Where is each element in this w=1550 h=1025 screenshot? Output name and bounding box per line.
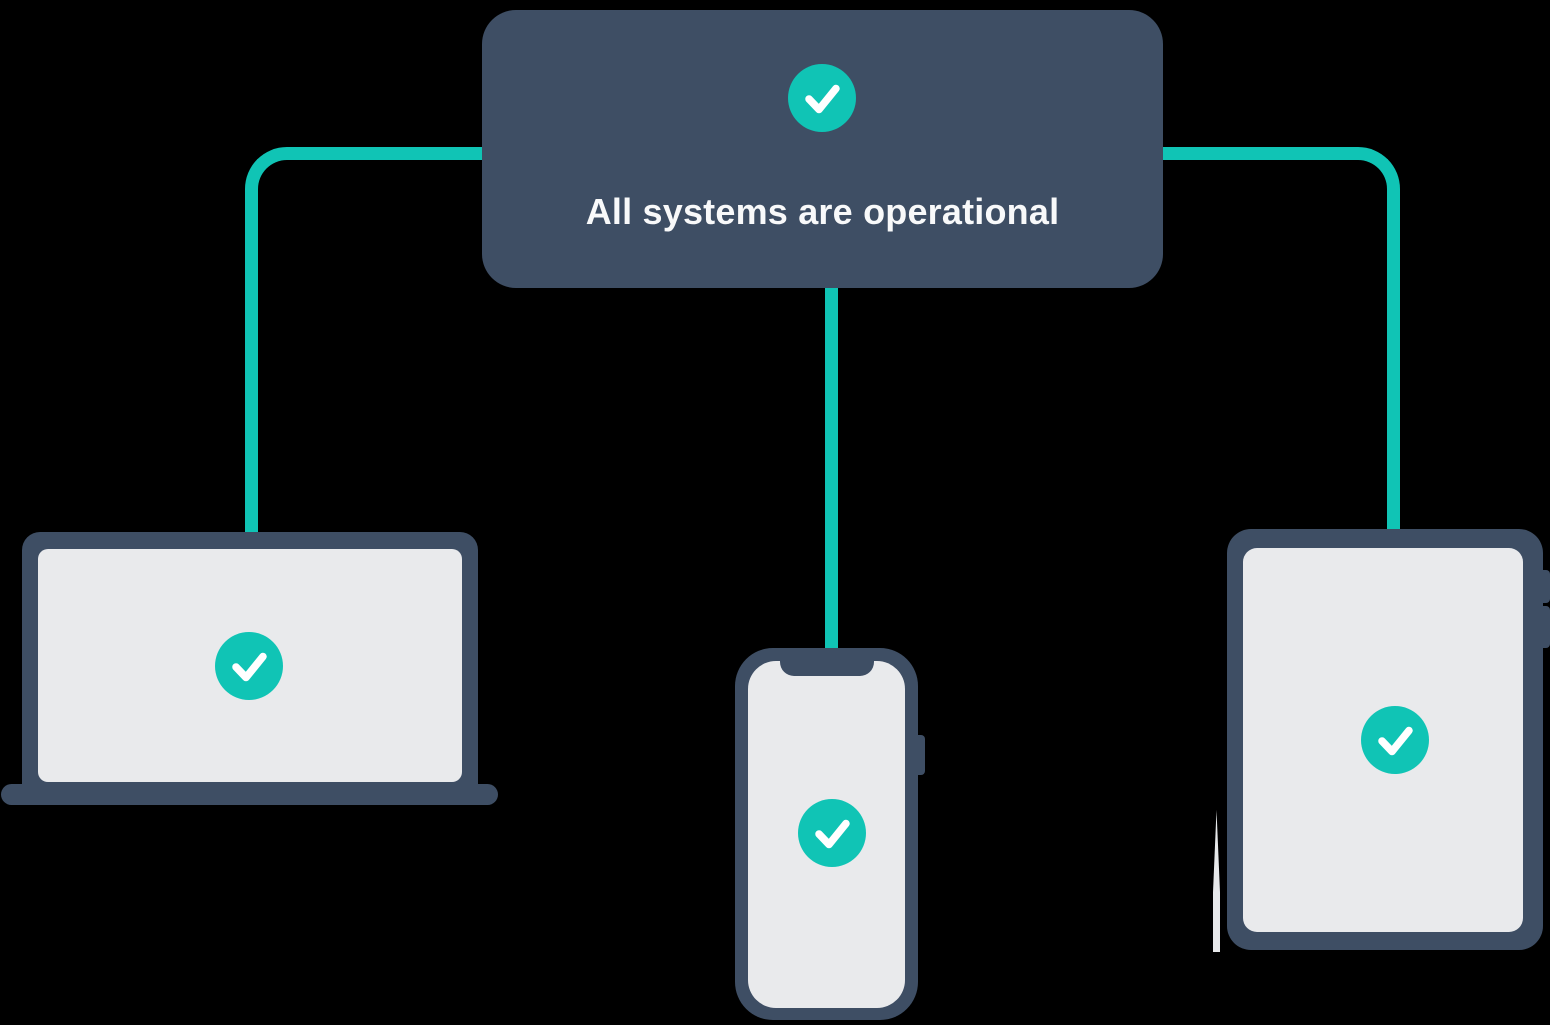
status-check-badge [788, 64, 856, 132]
checkmark-icon [1361, 706, 1429, 774]
checkmark-icon [798, 799, 866, 867]
connector-card-to-phone [825, 288, 838, 648]
checkmark-icon [788, 64, 856, 132]
stylus [1213, 810, 1220, 952]
phone-check-badge [798, 799, 866, 867]
status-message: All systems are operational [585, 191, 1060, 232]
laptop-base [1, 784, 498, 805]
connector-card-to-tablet [1163, 147, 1400, 530]
phone-notch [780, 660, 874, 676]
phone-side-button [914, 735, 925, 775]
status-card: All systems are operational [482, 10, 1163, 288]
connector-card-to-laptop [245, 147, 482, 533]
tablet-check-badge [1361, 706, 1429, 774]
laptop-check-badge [215, 632, 283, 700]
checkmark-icon [215, 632, 283, 700]
